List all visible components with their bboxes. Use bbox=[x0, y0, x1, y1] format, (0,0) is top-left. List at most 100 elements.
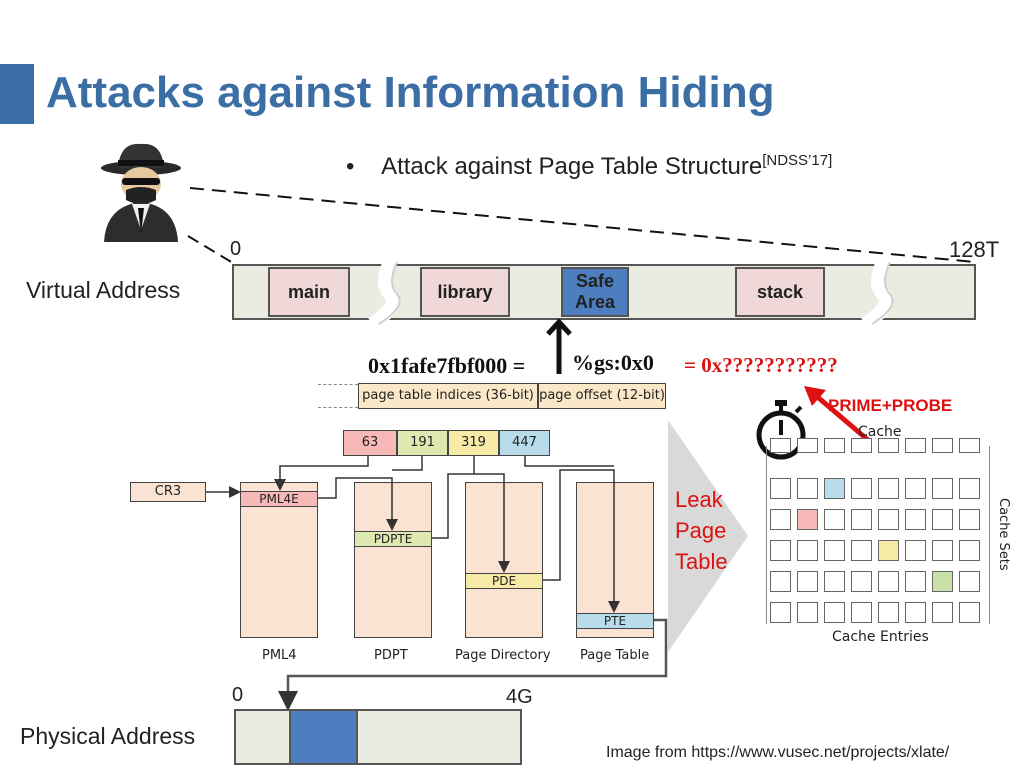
virtual-address-label: Virtual Address bbox=[26, 277, 181, 303]
table-label-page-table: Page Table bbox=[580, 648, 650, 663]
table-label-pml4: PML4 bbox=[262, 648, 297, 663]
leak-line2: Page bbox=[675, 518, 727, 543]
bullet-glyph: • bbox=[346, 153, 355, 180]
cache-cell bbox=[797, 478, 818, 499]
bullet-text: Attack against Page Table Structure bbox=[381, 153, 763, 180]
break-mark-right bbox=[861, 259, 894, 328]
cache-cell bbox=[932, 571, 953, 592]
cache-cell bbox=[851, 478, 872, 499]
table-label-pdpt: PDPT bbox=[374, 648, 408, 663]
cache-cell bbox=[770, 478, 791, 499]
index-box-pt: 447 bbox=[499, 430, 550, 456]
cache-cell bbox=[878, 509, 899, 530]
bullet-citation: [NDSS’17] bbox=[762, 152, 833, 169]
cache-cell bbox=[770, 438, 791, 453]
cache-cell bbox=[797, 540, 818, 561]
virtual-address-value: 0x1fafe7fbf000 = bbox=[368, 353, 526, 378]
entry-pde: PDE bbox=[466, 573, 542, 589]
entry-pdpte: PDPTE bbox=[355, 531, 431, 547]
cache-cell bbox=[878, 478, 899, 499]
page-offset-field: page offset (12-bit) bbox=[538, 383, 666, 409]
cache-cell bbox=[797, 438, 818, 453]
table-pdpt: PDPTE bbox=[354, 482, 432, 638]
gs-register: %gs:0x0 bbox=[572, 350, 654, 375]
safe-area-line1: Safe bbox=[575, 271, 615, 292]
cache-cell bbox=[851, 438, 872, 453]
zoom-dashed-lines bbox=[187, 187, 976, 267]
cache-cell bbox=[878, 602, 899, 623]
segment-main: main bbox=[268, 267, 350, 317]
cache-cell bbox=[932, 602, 953, 623]
cache-cell bbox=[824, 478, 845, 499]
segment-safe-area: Safe Area bbox=[561, 267, 629, 317]
cache-cell bbox=[824, 571, 845, 592]
address-bits-dashed bbox=[318, 384, 358, 408]
cache-cell bbox=[905, 540, 926, 561]
cache-entries-label: Cache Entries bbox=[832, 629, 929, 645]
physical-address-label: Physical Address bbox=[20, 723, 196, 749]
up-arrow-icon bbox=[546, 318, 572, 374]
bullet-item: • Attack against Page Table Structure[ND… bbox=[346, 152, 832, 181]
leak-label: Leak Page Table bbox=[675, 484, 728, 577]
source-note: Image from https://www.vusec.net/project… bbox=[606, 744, 950, 761]
cache-cell bbox=[905, 438, 926, 453]
segment-library: library bbox=[420, 267, 510, 317]
prime-probe-arrow bbox=[804, 386, 870, 442]
cache-cell bbox=[878, 571, 899, 592]
page-table-indices-field: page table indices (36-bit) bbox=[358, 383, 538, 409]
index-box-pml4: 63 bbox=[343, 430, 397, 456]
slide-title: Attacks against Information Hiding bbox=[46, 68, 775, 117]
virtual-end-label: 128T bbox=[949, 237, 1000, 262]
leak-line3: Table bbox=[675, 549, 728, 574]
index-box-pd: 319 bbox=[448, 430, 499, 456]
physical-start-label: 0 bbox=[232, 684, 244, 706]
segment-stack: stack bbox=[735, 267, 825, 317]
cache-cell bbox=[878, 438, 899, 453]
cache-cell bbox=[770, 571, 791, 592]
index-box-pdpt: 191 bbox=[397, 430, 448, 456]
cache-cell bbox=[824, 602, 845, 623]
cache-cell bbox=[851, 571, 872, 592]
cache-cell bbox=[851, 540, 872, 561]
cache-cell bbox=[797, 602, 818, 623]
spy-icon bbox=[96, 138, 186, 242]
cache-grid-frame bbox=[766, 446, 990, 624]
entry-pml4e: PML4E bbox=[241, 491, 317, 507]
break-mark-left bbox=[368, 259, 401, 328]
cache-cell bbox=[932, 540, 953, 561]
cache-cell bbox=[959, 438, 980, 453]
cache-cell bbox=[824, 540, 845, 561]
cache-sets-label: Cache Sets bbox=[996, 498, 1011, 571]
cache-cell bbox=[932, 478, 953, 499]
cache-cell bbox=[770, 509, 791, 530]
cache-cell bbox=[770, 540, 791, 561]
virtual-start-label: 0 bbox=[230, 238, 242, 260]
physical-address-bar bbox=[234, 709, 522, 765]
cache-cell bbox=[851, 509, 872, 530]
cache-cell bbox=[878, 540, 899, 561]
cache-cell bbox=[959, 540, 980, 561]
cache-cell bbox=[797, 571, 818, 592]
cache-cell bbox=[959, 509, 980, 530]
entry-pte: PTE bbox=[577, 613, 653, 629]
cache-cell bbox=[932, 509, 953, 530]
cache-cell bbox=[905, 478, 926, 499]
cache-cell bbox=[824, 509, 845, 530]
cr3-register: CR3 bbox=[130, 482, 206, 502]
cache-cell bbox=[824, 438, 845, 453]
cache-cell bbox=[959, 478, 980, 499]
physical-end-label: 4G bbox=[506, 686, 533, 708]
cache-cell bbox=[905, 602, 926, 623]
cache-cell bbox=[932, 438, 953, 453]
cache-cell bbox=[905, 509, 926, 530]
cache-cell bbox=[851, 602, 872, 623]
unknown-address-value: = 0x??????????? bbox=[684, 353, 838, 377]
title-accent-bar bbox=[0, 64, 34, 124]
cache-cell bbox=[770, 602, 791, 623]
cache-cell bbox=[959, 602, 980, 623]
cache-cell bbox=[905, 571, 926, 592]
physical-page-highlight bbox=[289, 709, 358, 765]
cache-title: Cache bbox=[858, 424, 902, 440]
cache-grid bbox=[766, 438, 990, 624]
